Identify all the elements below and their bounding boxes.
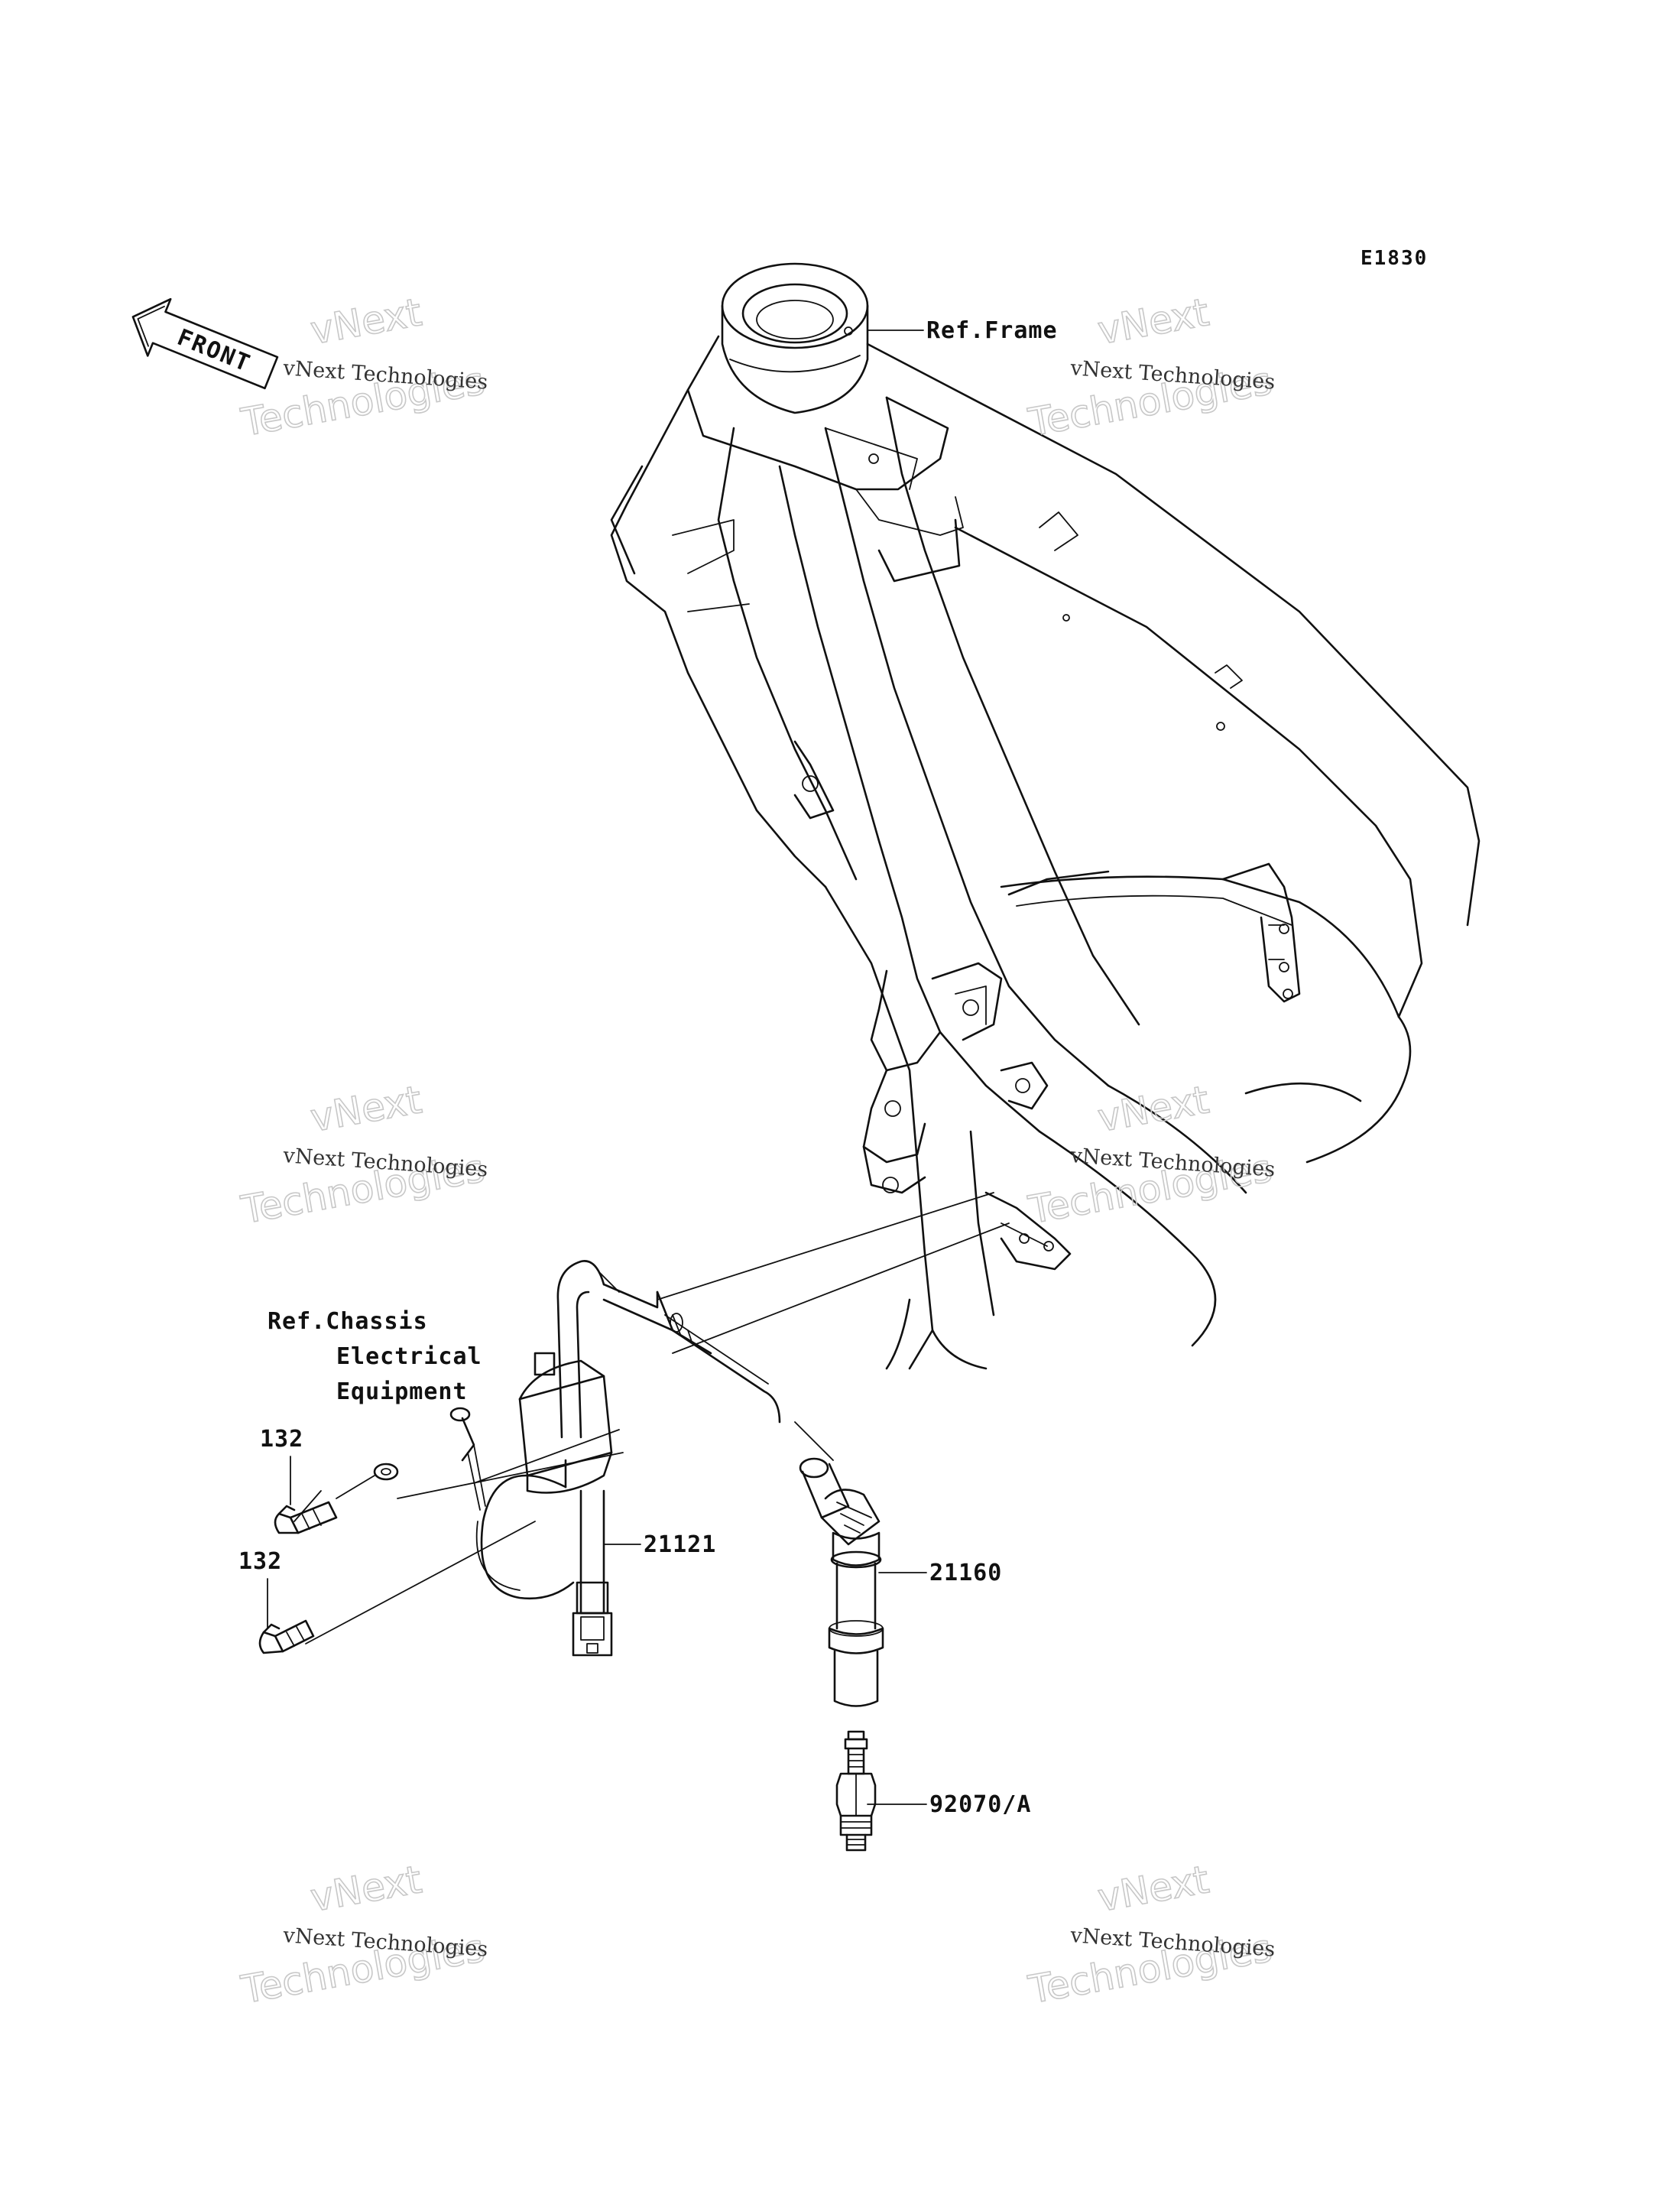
spark-plug-drawing — [835, 1730, 877, 1852]
frame-drawing — [610, 262, 1481, 1370]
leader-lines — [294, 1192, 1010, 1644]
svg-text:vNext: vNext — [1095, 1857, 1212, 1920]
diagram-code: E1830 — [1361, 247, 1428, 270]
watermark-mid-right: vNext Technologies vNext Technologies — [1024, 1077, 1276, 1233]
plug-cap-drawing — [799, 1457, 884, 1707]
part-label-21160: 21160 — [929, 1560, 1002, 1586]
ref-frame-label: Ref.Frame — [926, 317, 1058, 344]
bolt-upper-icon — [274, 1501, 338, 1534]
svg-text:vNext: vNext — [1095, 290, 1212, 352]
watermark-bottom-left: vNext Technologies vNext Technologies — [237, 1857, 488, 2013]
ref-chassis-label-3: Equipment — [336, 1378, 468, 1405]
watermark-bottom-right: vNext Technologies vNext Technologies — [1024, 1857, 1276, 2013]
part-label-132-upper: 132 — [260, 1426, 303, 1453]
watermark-top-left: vNext Technologies vNext Technologies — [237, 290, 488, 446]
ignition-coil-drawing — [373, 1260, 781, 1657]
part-label-92070: 92070/A — [929, 1791, 1031, 1818]
watermark-mid-left: vNext Technologies vNext Technologies — [237, 1077, 488, 1233]
part-label-21121: 21121 — [644, 1531, 716, 1558]
svg-text:vNext: vNext — [307, 1857, 425, 1920]
watermark-top-right: vNext Technologies vNext Technologies — [1024, 290, 1276, 446]
ref-chassis-label-1: Ref.Chassis — [268, 1308, 428, 1335]
svg-text:vNext: vNext — [307, 290, 425, 352]
ref-chassis-label-2: Electrical — [336, 1343, 482, 1370]
front-arrow-icon: FRONT — [131, 297, 279, 390]
bolt-lower-icon — [258, 1619, 315, 1654]
part-label-132-lower: 132 — [238, 1548, 282, 1575]
svg-text:vNext: vNext — [307, 1077, 425, 1140]
